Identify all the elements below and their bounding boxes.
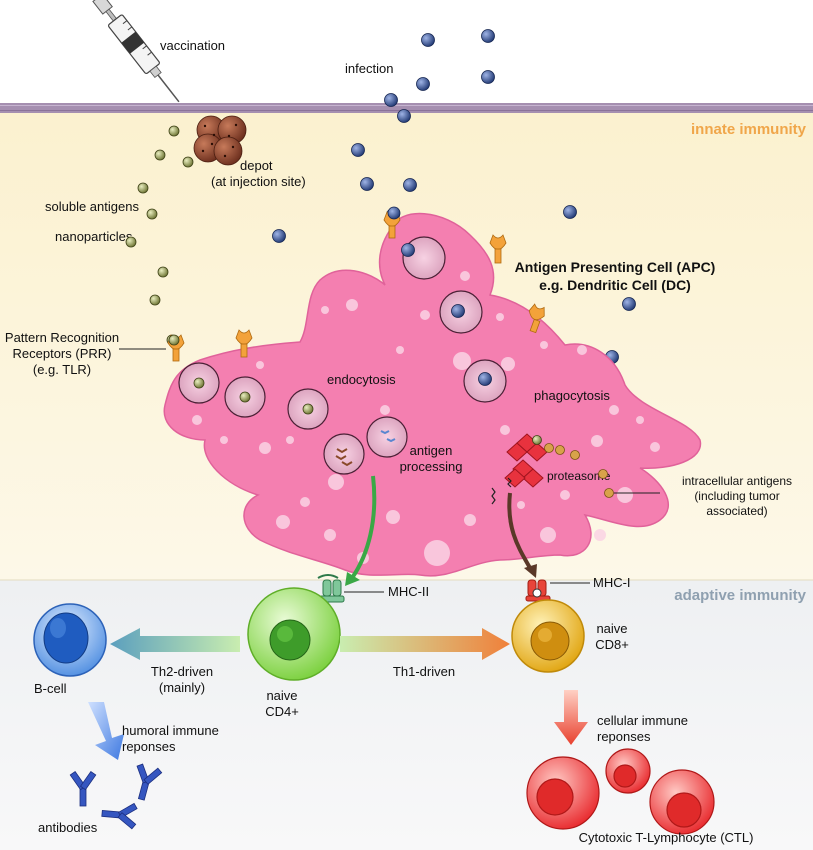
soluble-antigens-label: soluble antigens bbox=[45, 199, 139, 214]
b-cell-label: B-cell bbox=[34, 681, 67, 696]
intracellular-label-line3: associated) bbox=[706, 504, 767, 518]
mhc1-molecule bbox=[525, 579, 551, 602]
naive-cd8-cell bbox=[511, 599, 585, 673]
adaptive-immunity-label: adaptive immunity bbox=[674, 587, 806, 604]
innate-immunity-label: innate immunity bbox=[691, 121, 807, 138]
th1-label: Th1-driven bbox=[393, 664, 455, 679]
mhc1-arrowhead bbox=[524, 564, 537, 578]
proteasome-icon bbox=[504, 433, 548, 488]
apc-cell-body bbox=[163, 212, 702, 577]
apc-title-line2: e.g. Dendritic Cell (DC) bbox=[539, 277, 691, 293]
antigen-processing-line2: processing bbox=[400, 459, 463, 474]
antibody-icon bbox=[69, 763, 163, 830]
humoral-arrow bbox=[88, 702, 124, 760]
humoral-label-line2: reponses bbox=[122, 739, 176, 754]
processed-peptide-fragments bbox=[335, 430, 396, 467]
cellular-arrow bbox=[554, 690, 588, 745]
infection-label: infection bbox=[345, 61, 393, 76]
mhc1-pathway-arrow bbox=[507, 492, 532, 569]
intracellular-label-line1: intracellular antigens bbox=[682, 474, 792, 488]
endocytosis-label: endocytosis bbox=[327, 372, 396, 387]
intracellular-antigen-particles bbox=[544, 443, 614, 498]
antibodies-label: antibodies bbox=[38, 820, 98, 835]
th2-label-line2: (mainly) bbox=[159, 680, 205, 695]
th2-arrow bbox=[110, 628, 240, 660]
peptide-squiggle bbox=[507, 477, 512, 488]
naive-cd4-label-line2: CD4+ bbox=[265, 704, 299, 719]
antigen-entering-proteasome bbox=[532, 435, 542, 445]
cellular-label-line2: reponses bbox=[597, 729, 651, 744]
naive-cd4-cell bbox=[247, 587, 341, 681]
mhc2-pathway-arrow bbox=[350, 475, 377, 580]
th1-arrow bbox=[340, 628, 510, 660]
proteasome-label: proteasome bbox=[547, 469, 611, 483]
humoral-label-line1: humoral immune bbox=[122, 723, 219, 738]
mhc1-label: MHC-I bbox=[593, 575, 631, 590]
mhc2-label: MHC-II bbox=[388, 584, 429, 599]
engulfed-pathogens bbox=[401, 243, 492, 386]
prr-label-line1: Pattern Recognition bbox=[5, 330, 119, 345]
th2-label-line1: Th2-driven bbox=[151, 664, 213, 679]
prr-label-line3: (e.g. TLR) bbox=[33, 362, 91, 377]
endosome-vesicles bbox=[178, 236, 507, 475]
naive-cd8-label-line2: CD8+ bbox=[595, 637, 629, 652]
ctl-label: Cytotoxic T-Lymphocyte (CTL) bbox=[579, 830, 754, 845]
mhc2-arrowhead bbox=[345, 572, 360, 586]
syringe-icon bbox=[92, 0, 180, 103]
naive-cd4-label-line1: naive bbox=[266, 688, 297, 703]
ctl-cells bbox=[526, 748, 715, 835]
engulfed-antigens bbox=[193, 377, 314, 415]
phagocytosis-label: phagocytosis bbox=[534, 388, 610, 403]
intracellular-label-line2: (including tumor bbox=[694, 489, 779, 503]
vaccination-label: vaccination bbox=[160, 38, 225, 53]
bound-pathogen bbox=[387, 206, 401, 220]
depot-sublabel: (at injection site) bbox=[211, 174, 306, 189]
peptide-squiggle bbox=[491, 487, 496, 505]
b-cell bbox=[33, 603, 107, 677]
prr-label-line2: Receptors (PRR) bbox=[13, 346, 112, 361]
nanoparticles-label: nanoparticles bbox=[55, 229, 133, 244]
depot-label: depot bbox=[240, 158, 273, 173]
depot-particles bbox=[193, 115, 247, 166]
cellular-label-line1: cellular immune bbox=[597, 713, 688, 728]
antigen-processing-line1: antigen bbox=[410, 443, 453, 458]
apc-title-line1: Antigen Presenting Cell (APC) bbox=[515, 259, 716, 275]
bound-antigen bbox=[168, 334, 180, 346]
naive-cd8-label-line1: naive bbox=[596, 621, 627, 636]
